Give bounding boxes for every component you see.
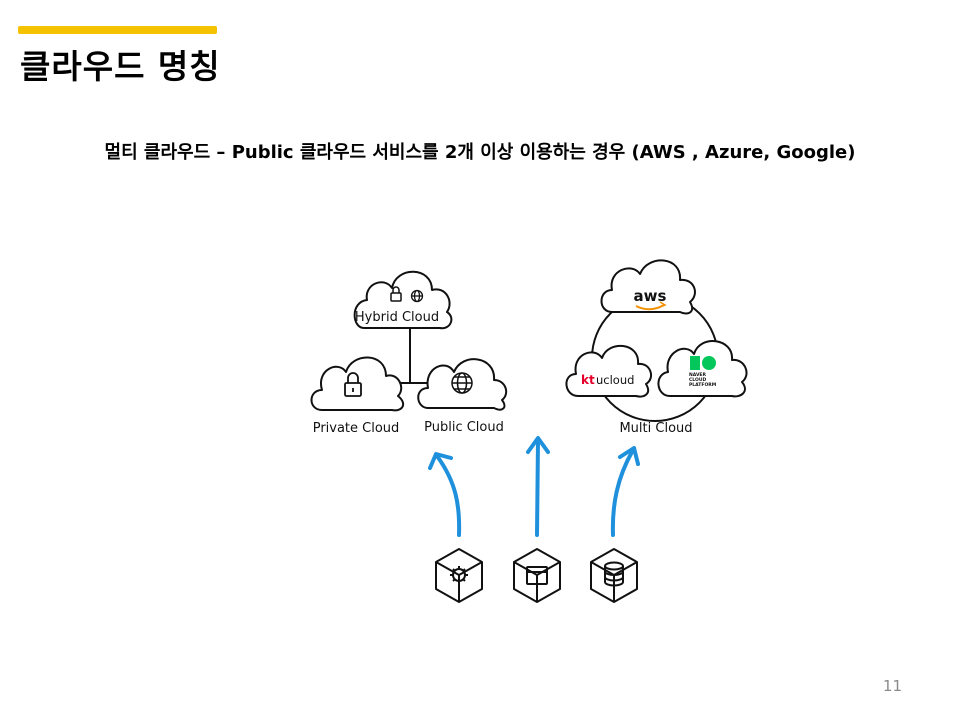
title-accent-bar	[18, 26, 217, 34]
ucloud-logo-text: ucloud	[596, 373, 634, 387]
open-box-icon	[513, 548, 561, 603]
arrows	[428, 436, 640, 537]
lock-icon	[344, 372, 362, 397]
private-cloud-label: Private Cloud	[313, 421, 400, 436]
hybrid-connector	[388, 328, 432, 384]
hybrid-cloud-label: Hybrid Cloud	[355, 310, 439, 325]
multi-cloud-label: Multi Cloud	[619, 421, 692, 436]
naver-logo-icon	[690, 356, 716, 370]
naver-logo-line1: NAVER	[689, 372, 707, 378]
public-cloud-label: Public Cloud	[424, 420, 504, 435]
aws-cloud: aws	[600, 259, 696, 315]
naver-cloud: NAVER CLOUD PLATFORM	[657, 340, 748, 398]
gear-box-icon	[435, 548, 483, 603]
arrow-to-private	[428, 452, 462, 537]
public-cloud: Public Cloud	[417, 358, 508, 435]
naver-logo-line2: CLOUD	[689, 377, 706, 383]
lock-icon	[390, 286, 402, 302]
aws-arrow-icon	[659, 301, 667, 308]
database-box-icon	[590, 548, 638, 603]
hybrid-cloud: Hybrid Cloud	[353, 270, 453, 330]
globe-icon	[451, 372, 473, 394]
aws-logo: aws	[634, 287, 667, 305]
multi-cloud: aws kt ucloud NAVER CLOUD PLATFORM Multi…	[565, 259, 748, 436]
page-title: 클라우드 명칭	[20, 47, 221, 86]
subtitle: 멀티 클라우드 – Public 클라우드 서비스를 2개 이상 이용하는 경우…	[104, 142, 856, 163]
page-number: 11	[882, 677, 902, 695]
globe-icon	[410, 289, 424, 303]
arrow-to-multi	[610, 446, 640, 537]
arrow-to-public	[526, 436, 550, 537]
kt-ucloud-cloud: kt ucloud	[565, 344, 653, 398]
private-cloud: Private Cloud	[310, 356, 405, 436]
naver-logo-line3: PLATFORM	[689, 382, 717, 388]
kt-logo-mark: kt	[581, 373, 595, 387]
